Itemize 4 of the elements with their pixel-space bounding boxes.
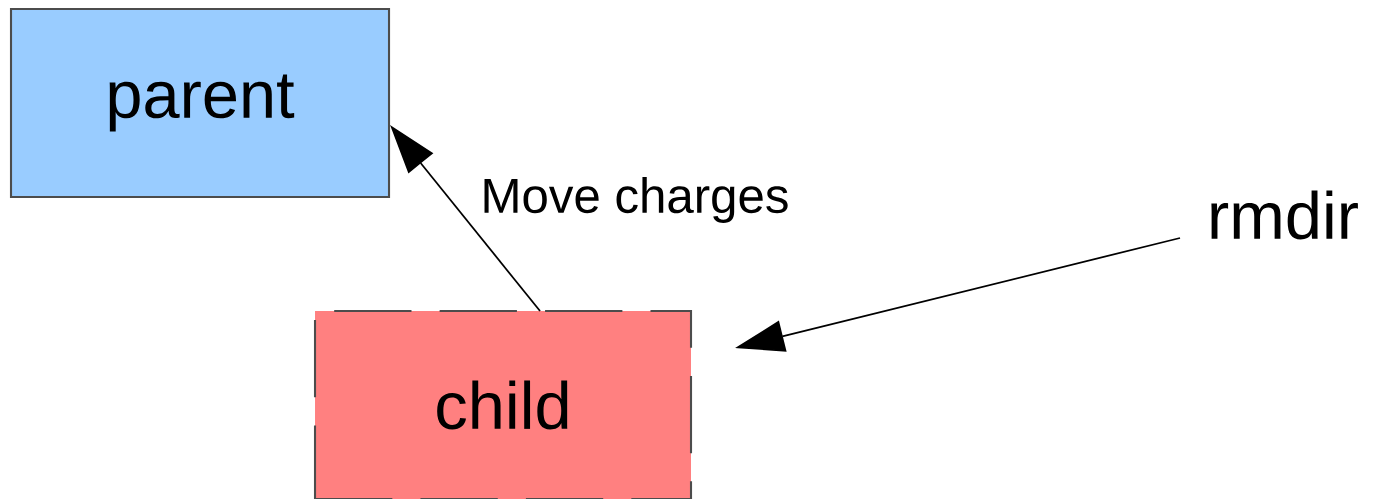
box: child [313, 309, 693, 499]
edge-label: Move charges [477, 173, 794, 227]
box: parent [9, 7, 391, 199]
command-label: rmdir [1211, 190, 1358, 240]
